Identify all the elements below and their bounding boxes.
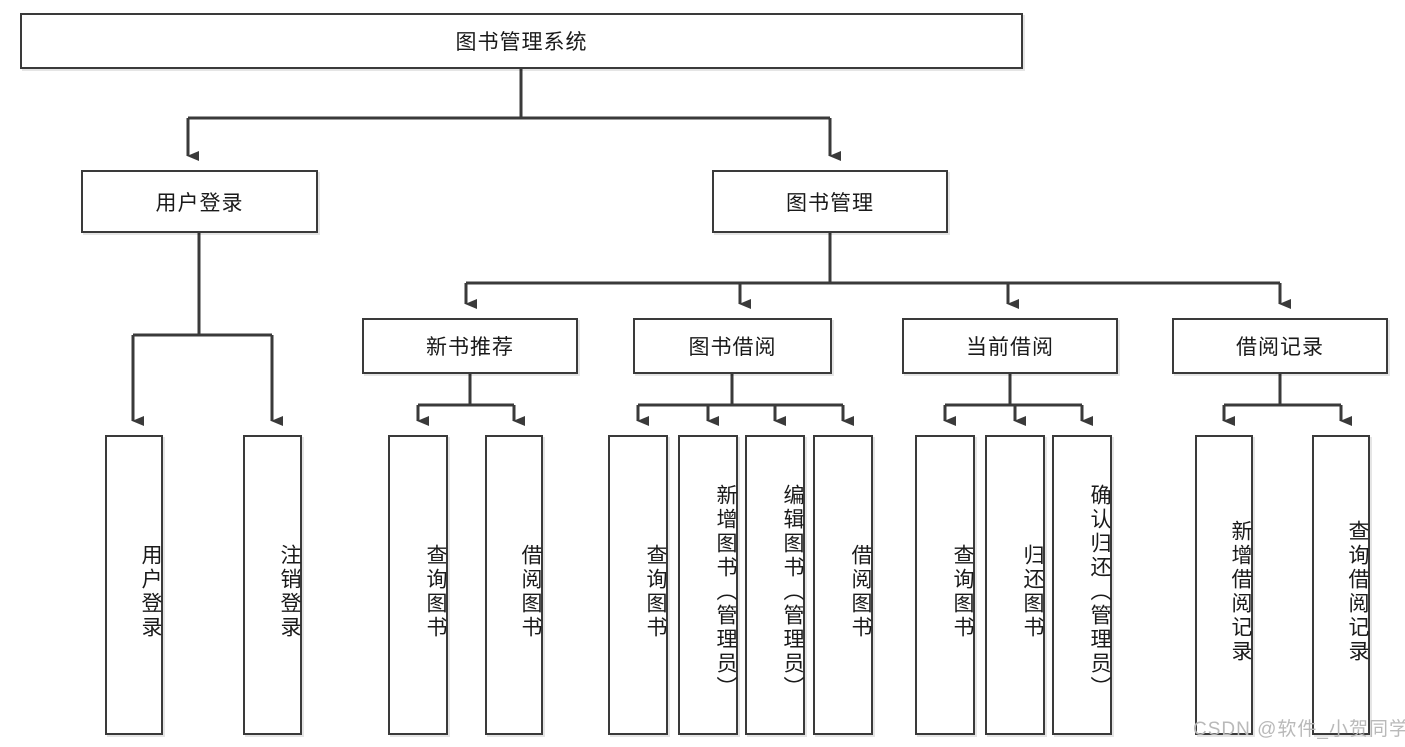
leaf-node[interactable]: 用户登录	[105, 435, 163, 735]
node-borrow-records[interactable]: 借阅记录	[1172, 318, 1388, 374]
watermark: CSDN @软件_小贺同学	[1193, 719, 1405, 740]
node-book-borrow[interactable]: 图书借阅	[633, 318, 832, 374]
leaf-node[interactable]: 查询图书	[915, 435, 975, 735]
leaf-node[interactable]: 借阅图书	[813, 435, 873, 735]
leaf-node[interactable]: 编辑图书（管理员）	[745, 435, 805, 735]
leaf-node[interactable]: 确认归还（管理员）	[1052, 435, 1112, 735]
leaf-node[interactable]: 查询图书	[388, 435, 448, 735]
leaf-node[interactable]: 注销登录	[243, 435, 302, 735]
node-book-management[interactable]: 图书管理	[712, 170, 948, 233]
leaf-node[interactable]: 查询图书	[608, 435, 668, 735]
leaf-node[interactable]: 借阅图书	[485, 435, 543, 735]
leaf-node[interactable]: 查询借阅记录	[1312, 435, 1370, 735]
node-current-borrow[interactable]: 当前借阅	[902, 318, 1118, 374]
node-root[interactable]: 图书管理系统	[20, 13, 1023, 69]
leaf-node[interactable]: 新增图书（管理员）	[678, 435, 738, 735]
node-user-login[interactable]: 用户登录	[81, 170, 318, 233]
node-new-book-recommend[interactable]: 新书推荐	[362, 318, 578, 374]
leaf-node[interactable]: 归还图书	[985, 435, 1045, 735]
leaf-node[interactable]: 新增借阅记录	[1195, 435, 1253, 735]
